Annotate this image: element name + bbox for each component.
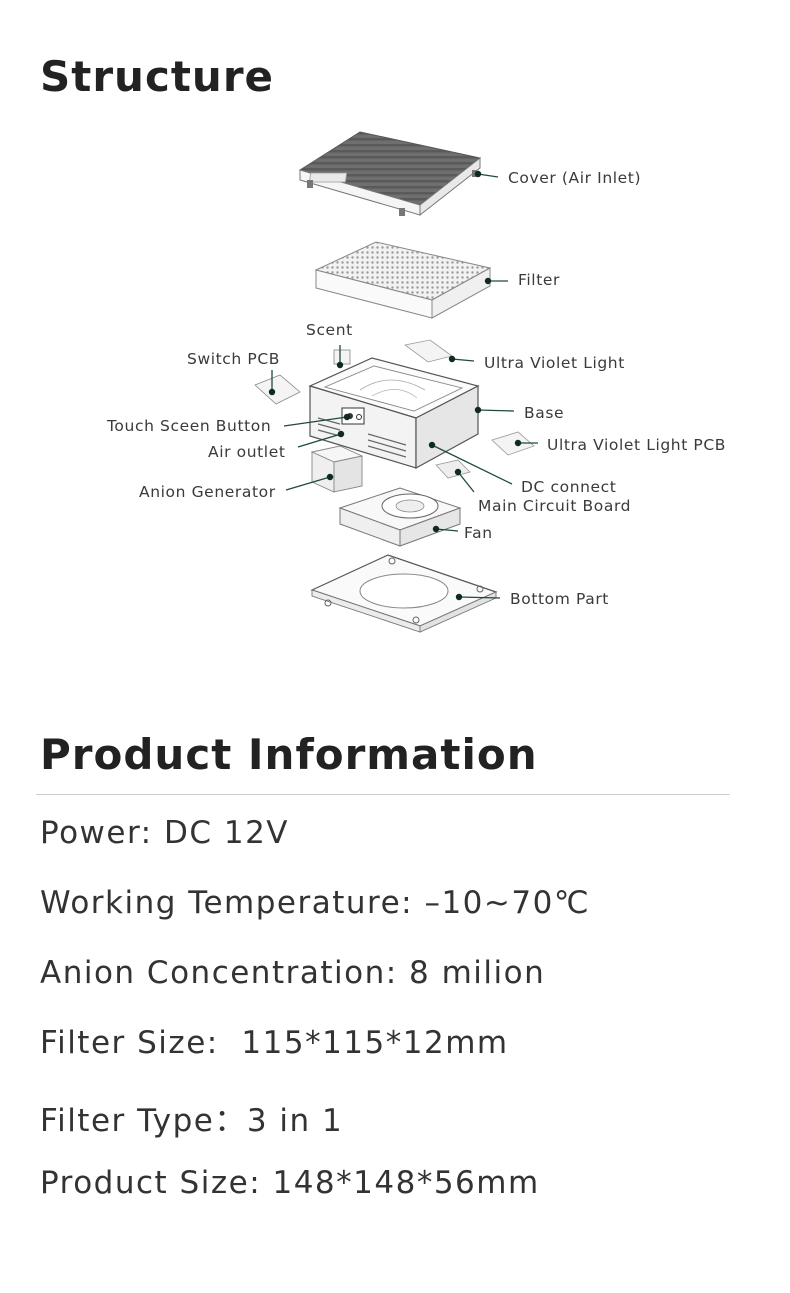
label-bottom-part: Bottom Part bbox=[510, 590, 609, 608]
base-part bbox=[308, 357, 480, 470]
product-info-heading: Product Information bbox=[40, 730, 538, 779]
spec-anion-concentration: Anion Concentration: 8 milion bbox=[40, 955, 546, 991]
label-filter: Filter bbox=[518, 271, 560, 289]
spec-filter-type: Filter Type：3 in 1 bbox=[40, 1103, 344, 1139]
spec-power: Power: DC 12V bbox=[40, 815, 290, 851]
label-scent: Scent bbox=[306, 321, 353, 339]
label-anion-generator: Anion Generator bbox=[139, 483, 276, 501]
filter-part bbox=[314, 241, 492, 319]
spec-product-size: Product Size: 148*148*56mm bbox=[40, 1165, 540, 1201]
bottom-part bbox=[310, 554, 498, 633]
leader-lines bbox=[268, 170, 538, 601]
section-divider bbox=[36, 794, 730, 795]
exploded-view-diagram: Cover (Air Inlet) Filter Scent Switch PC… bbox=[106, 131, 726, 633]
cover-part bbox=[298, 131, 482, 217]
label-fan: Fan bbox=[464, 524, 493, 542]
spec-filter-size: Filter Size: 115*115*12mm bbox=[40, 1025, 509, 1061]
label-touch-button: Touch Sceen Button bbox=[106, 417, 271, 435]
label-cover: Cover (Air Inlet) bbox=[508, 169, 641, 187]
label-dc-connect: DC connect bbox=[521, 478, 616, 496]
spec-working-temperature: Working Temperature: –10~70℃ bbox=[40, 885, 591, 921]
label-base: Base bbox=[524, 404, 564, 422]
label-uv-light-pcb: Ultra Violet Light PCB bbox=[547, 436, 726, 454]
label-uv-light: Ultra Violet Light bbox=[484, 354, 625, 372]
label-switch-pcb: Switch PCB bbox=[187, 350, 280, 368]
anion-generator-part bbox=[310, 445, 364, 493]
label-air-outlet: Air outlet bbox=[208, 443, 286, 461]
fan-part bbox=[338, 487, 462, 547]
label-main-board: Main Circuit Board bbox=[478, 497, 631, 515]
structure-heading: Structure bbox=[40, 52, 275, 101]
